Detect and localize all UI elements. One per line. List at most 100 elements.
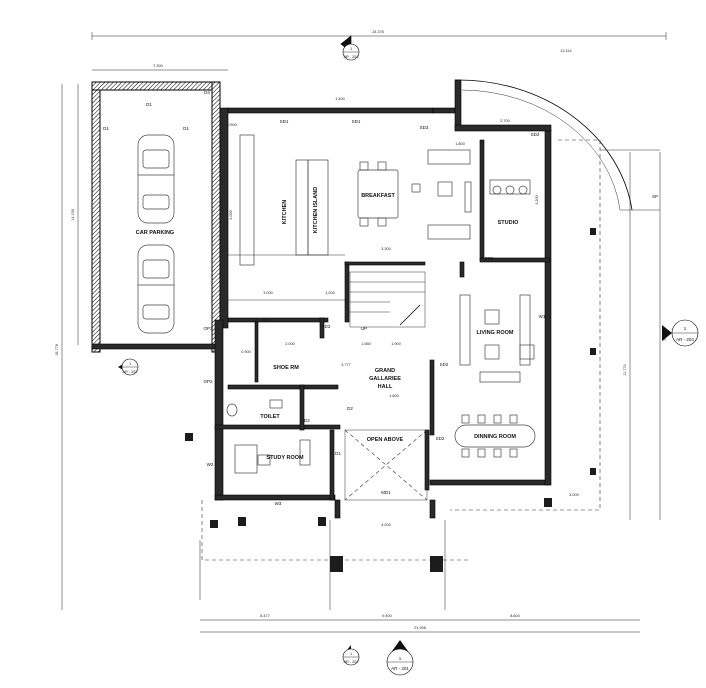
dim-overall-top: 24.376 [372, 30, 384, 34]
section-right-ref: AR - 204 [676, 337, 694, 342]
dining-table [454, 414, 536, 458]
room-label-grand-line3: HALL [378, 384, 393, 390]
tag-d3: D3 [262, 318, 268, 323]
tag-up: UP [361, 326, 367, 331]
dim-bottom-left: 8.477 [260, 614, 270, 618]
dim-f: 3.300 [381, 247, 391, 251]
tag-w2: W2 [207, 462, 214, 467]
tag-d2: D2 [347, 406, 353, 411]
room-label-toilet: TOILET [260, 414, 280, 420]
breakfast-table [357, 149, 472, 240]
dim-bottom-mid: 9.400 [382, 614, 392, 618]
tag-sd2-c: SD2 [440, 362, 449, 367]
section-marker-top: 1 AR - 203 [340, 35, 360, 61]
room-label-grand-line1: GRAND [375, 368, 395, 374]
tag-sd1-b: SD1 [352, 119, 361, 124]
tag-sd1: SD1 [280, 119, 289, 124]
car-2 [137, 244, 175, 334]
car-parking-walls [91, 81, 221, 353]
dim-n: 3.777 [341, 363, 351, 367]
study-furniture [234, 439, 311, 474]
car-1 [137, 134, 175, 224]
dimension-lines [61, 32, 667, 633]
terrace-boundary [201, 139, 601, 561]
room-label-kitchen-island: KITCHEN ISLAND [313, 187, 319, 233]
section-bottom-ref: AR - 202 [344, 660, 359, 664]
tag-w1: W1 [539, 314, 546, 319]
dim-a: 1.400 [335, 97, 345, 101]
room-label-dining-room: DINNING ROOM [474, 434, 516, 440]
dim-o: 1.800 [389, 394, 399, 398]
tag-sp: SP [652, 194, 658, 199]
dimension-labels: 24.376 7.300 12.114 16.776 14.100 21.906… [55, 30, 667, 630]
tag-d2-b: D2 [304, 418, 310, 423]
dim-left-parking: 14.100 [71, 209, 75, 221]
dim-bottom-right: 8.604 [510, 614, 520, 618]
dim-top-parking: 7.300 [153, 64, 163, 68]
kitchen-counters [228, 134, 345, 301]
tag-sd2-d: SD2 [436, 436, 445, 441]
tag-op3: OP3 [203, 326, 213, 331]
section-bottom2-ref: AR - 201 [391, 666, 409, 671]
dim-k: 0.500 [227, 123, 237, 127]
tag-sd2: SD2 [531, 132, 540, 137]
dim-d: 1.200 [325, 291, 335, 295]
staircase [349, 271, 426, 328]
dim-p: 4.200 [381, 523, 391, 527]
dim-e: 0.900 [241, 350, 251, 354]
section-bottom-num: 1 [350, 652, 352, 656]
dim-i: 1.800 [455, 142, 465, 146]
tag-d1: D1 [103, 126, 109, 131]
tag-w3: W3 [275, 501, 282, 506]
open-above-void [344, 429, 428, 501]
section-left-num: 1 [129, 362, 131, 366]
room-label-kitchen: KITCHEN [282, 200, 288, 224]
dim-l: 1.560 [361, 342, 371, 346]
tag-sd2-b: SD2 [322, 324, 331, 329]
dim-right-inner: 11.774 [623, 364, 627, 375]
tag-d4: D4 [204, 90, 210, 95]
section-right-num: 1 [684, 326, 687, 331]
living-furniture [459, 294, 535, 383]
tag-d1-c: D1 [183, 126, 189, 131]
toilet-fixtures [226, 399, 283, 417]
curved-wall-arc [454, 79, 633, 211]
room-label-studio: STUDIO [498, 220, 520, 226]
dim-arc-top: 12.114 [560, 49, 571, 53]
room-label-grand-line2: GALLARIEE [369, 376, 401, 382]
dim-q: 3.000 [569, 493, 579, 497]
section-marker-right: 1 AR - 204 [662, 319, 699, 347]
room-label-study-room: STUDY ROOM [266, 455, 304, 461]
room-label-living-room: LIVING ROOM [477, 330, 514, 336]
dim-h: 2.700 [500, 119, 510, 123]
room-label-shoe-rm: SHOE RM [273, 365, 299, 371]
section-bottom2-num: 1 [399, 656, 402, 661]
dim-left-overall: 16.776 [55, 344, 59, 356]
section-top-num: 1 [350, 47, 352, 51]
section-marker-left: 1 AR - 202 [118, 358, 139, 376]
studio-furniture [489, 179, 531, 195]
section-top-ref: AR - 203 [344, 55, 359, 59]
dim-c: 2.000 [285, 342, 295, 346]
dim-m: 1.900 [391, 342, 401, 346]
tag-op2: OP2 [484, 256, 494, 261]
section-marker-bottom: 1 AR - 202 [342, 645, 360, 666]
opening-tags: D1 D1 D1 D4 SD1 SD1 SD3 SD2 OP3 OP2 OP2 … [103, 90, 658, 506]
dim-overall-bottom: 21.906 [414, 626, 426, 630]
tag-d1-b: D1 [146, 102, 152, 107]
room-label-car-parking: CAR PARKING [136, 230, 174, 236]
section-left-ref: AR - 202 [123, 370, 138, 374]
tag-md1: MD1 [381, 490, 391, 495]
tag-sd3: SD3 [420, 125, 429, 130]
tag-d1-d: D1 [335, 451, 341, 456]
room-label-open-above: OPEN ABOVE [367, 437, 404, 443]
exterior-walls [214, 79, 552, 519]
tag-op4: OP2 [203, 379, 213, 384]
columns [185, 228, 596, 572]
dim-j: 4.200 [535, 195, 539, 205]
dim-b: 3.000 [263, 291, 273, 295]
room-label-breakfast: BREAKFAST [361, 193, 395, 199]
section-marker-bottom-2: 1 AR - 201 [386, 640, 414, 676]
dim-g: 4.000 [229, 210, 233, 220]
